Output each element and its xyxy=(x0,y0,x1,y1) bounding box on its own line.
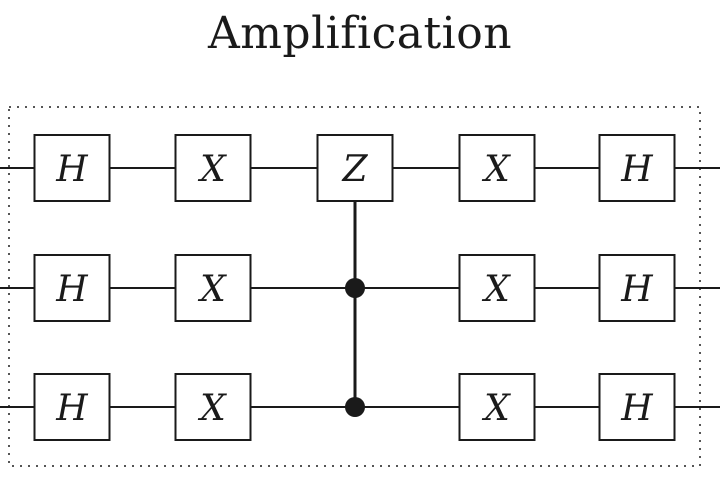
diagram-title: Amplification xyxy=(207,8,513,59)
gate-label: H xyxy=(620,388,653,429)
gate-box xyxy=(33,134,111,202)
gate-h: H xyxy=(33,254,111,322)
gate-box xyxy=(33,373,111,441)
amplification-frame xyxy=(8,106,701,467)
gate-h: H xyxy=(598,134,676,202)
gate-x: X xyxy=(458,254,536,322)
gate-h: H xyxy=(598,254,676,322)
gate-label: X xyxy=(481,388,511,429)
gate-label: H xyxy=(55,388,88,429)
gate-label: H xyxy=(55,269,88,310)
gate-box xyxy=(598,134,676,202)
gate-box xyxy=(174,134,252,202)
gate-h: H xyxy=(33,373,111,441)
gate-box xyxy=(316,134,394,202)
gate-x: X xyxy=(458,373,536,441)
gates-layer: H X Z X H H X X H H X X H xyxy=(33,134,676,441)
gate-label: Z xyxy=(341,149,368,190)
gate-box xyxy=(33,254,111,322)
control-dot xyxy=(345,397,365,417)
gate-x: X xyxy=(174,254,252,322)
gate-box xyxy=(174,254,252,322)
gate-box xyxy=(458,373,536,441)
gate-h: H xyxy=(33,134,111,202)
gate-box xyxy=(458,134,536,202)
gate-label: X xyxy=(197,149,227,190)
gate-h: H xyxy=(598,373,676,441)
gate-label: X xyxy=(481,269,511,310)
gate-x: X xyxy=(458,134,536,202)
control-dot xyxy=(345,278,365,298)
gate-x: X xyxy=(174,373,252,441)
gate-box xyxy=(598,373,676,441)
gate-label: X xyxy=(481,149,511,190)
gate-label: H xyxy=(620,149,653,190)
gate-box xyxy=(598,254,676,322)
gate-box xyxy=(174,373,252,441)
gate-box xyxy=(458,254,536,322)
gate-label: X xyxy=(197,388,227,429)
gate-x: X xyxy=(174,134,252,202)
gate-z: Z xyxy=(316,134,394,202)
gate-label: X xyxy=(197,269,227,310)
control-layer xyxy=(345,201,365,417)
gate-label: H xyxy=(55,149,88,190)
gate-label: H xyxy=(620,269,653,310)
